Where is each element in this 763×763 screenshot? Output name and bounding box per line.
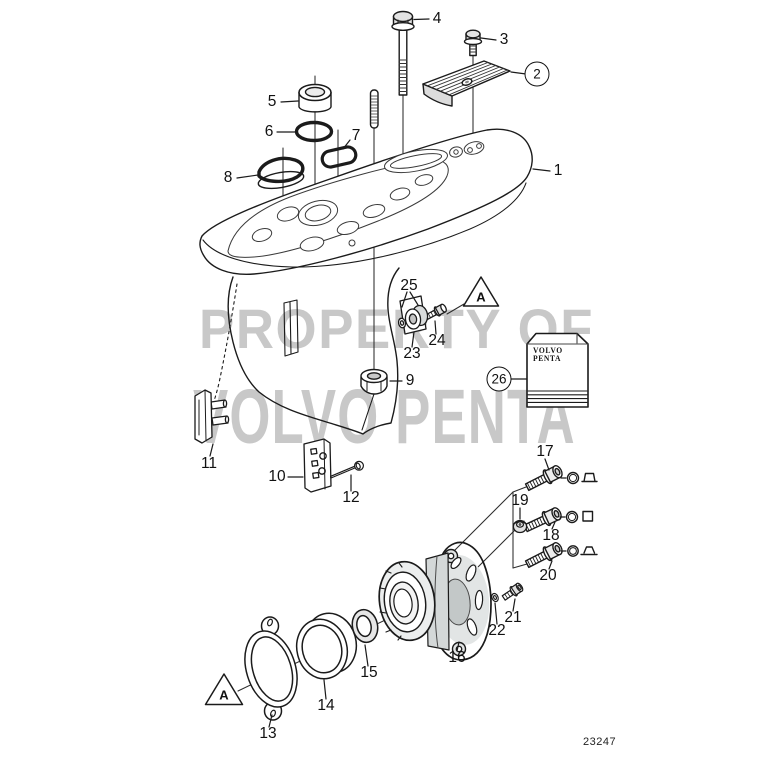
callout-26: 26 (486, 366, 512, 392)
part-oring-6 (294, 120, 334, 143)
callout-16: 16 (448, 649, 466, 666)
part-bracket-10 (303, 438, 332, 493)
callout-4: 4 (432, 10, 442, 27)
part-gasket-13 (244, 616, 298, 721)
callout-9: 9 (405, 372, 415, 389)
callout-24: 24 (428, 332, 446, 349)
callout-5: 5 (267, 93, 277, 110)
part-washer-22 (491, 592, 499, 603)
callout-19: 19 (511, 492, 529, 509)
callout-14: 14 (317, 697, 335, 714)
detail-triangles (204, 276, 500, 706)
callout-21: 21 (504, 609, 522, 626)
callout-7: 7 (351, 127, 361, 144)
detail-marker-top: A (476, 289, 486, 305)
part-kit-bag-26 (526, 332, 589, 408)
callout-15: 15 (360, 664, 378, 681)
part-pin-12 (330, 460, 365, 479)
callout-13: 13 (259, 725, 277, 742)
drawing-number: 23247 (583, 736, 617, 748)
callout-6: 6 (264, 123, 274, 140)
part-washer-19 (512, 519, 528, 534)
leader-lines (209, 18, 556, 728)
part-bearing-carrier-16 (378, 541, 492, 661)
part-ring-14 (295, 612, 358, 680)
detail-marker-bottom: A (219, 687, 229, 703)
part-bolt-3 (463, 29, 483, 57)
kit-bag-brand-line1: VOLVO (533, 346, 563, 355)
kit-bag-brand-label: VOLVO PENTA (533, 347, 563, 363)
part-gasket-8 (257, 156, 305, 190)
callout-20: 20 (539, 567, 557, 584)
part-bolt-17 (524, 465, 598, 492)
part-grommet-9 (360, 368, 388, 395)
callout-18: 18 (542, 527, 560, 544)
part-anode (422, 60, 511, 107)
callout-1: 1 (553, 162, 563, 179)
part-stud (369, 89, 379, 129)
part-bolt-21 (501, 582, 524, 601)
callout-3: 3 (499, 31, 509, 48)
part-seal-15 (351, 608, 379, 644)
callout-17: 17 (536, 443, 554, 460)
part-gear-housing-cover (199, 128, 533, 275)
callout-2: 2 (524, 61, 550, 87)
callout-8: 8 (223, 169, 233, 186)
callout-23: 23 (403, 345, 421, 362)
part-bolt-4 (391, 10, 415, 96)
callout-12: 12 (342, 489, 360, 506)
part-gasket-7 (320, 145, 358, 169)
callout-10: 10 (268, 468, 286, 485)
kit-bag-brand-line2: PENTA (533, 354, 562, 363)
detail-triangle-bottom (204, 673, 244, 706)
part-bushing-5 (298, 83, 332, 113)
callout-22: 22 (488, 622, 506, 639)
part-bolt-20 (524, 542, 598, 569)
callout-11: 11 (200, 455, 218, 472)
part-group-23-24-25 (397, 295, 447, 335)
detail-triangle-top (462, 276, 500, 307)
callout-25: 25 (400, 277, 418, 294)
part-bolt-18 (523, 507, 594, 533)
part-bracket-11 (194, 389, 230, 444)
